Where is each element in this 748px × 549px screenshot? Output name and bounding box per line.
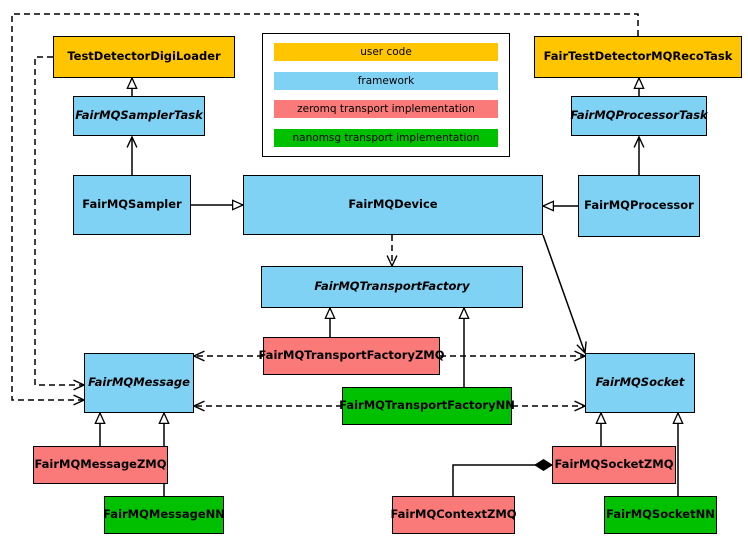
edge-device-to-socket xyxy=(542,234,585,353)
class-node-FairMQProcessor[interactable]: FairMQProcessor xyxy=(578,175,700,237)
class-node-FairMQProcessorTask[interactable]: FairMQProcessorTask xyxy=(570,96,708,136)
legend-item-zeromq: zeromq transport implementation xyxy=(274,100,498,119)
class-node-label: FairMQSocketZMQ xyxy=(554,457,674,472)
class-node-label: FairMQSocket xyxy=(595,375,685,390)
class-node-FairMQSocketNN[interactable]: FairMQSocketNN xyxy=(604,496,717,534)
class-node-label: FairMQProcessor xyxy=(584,198,694,213)
class-node-FairMQMessage[interactable]: FairMQMessage xyxy=(84,353,194,413)
class-node-label: FairMQTransportFactoryNN xyxy=(339,398,515,413)
class-node-label: FairMQMessageNN xyxy=(103,507,225,522)
class-node-FairMQTransportFactory[interactable]: FairMQTransportFactory xyxy=(261,266,523,308)
class-node-label: FairTestDetectorMQRecoTask xyxy=(543,49,733,64)
class-node-FairMQSamplerTask[interactable]: FairMQSamplerTask xyxy=(73,96,205,136)
legend-label-zeromq: zeromq transport implementation xyxy=(297,103,475,116)
legend-item-user-code: user code xyxy=(274,43,498,61)
edge-contextzmq-to-socketzmq xyxy=(452,465,552,496)
class-node-label: FairMQMessage xyxy=(88,375,190,390)
class-node-label: FairMQMessageZMQ xyxy=(34,457,167,472)
class-node-FairMQMessageNN[interactable]: FairMQMessageNN xyxy=(103,496,225,534)
class-node-FairMQContextZMQ[interactable]: FairMQContextZMQ xyxy=(390,496,517,534)
class-node-FairMQMessageZMQ[interactable]: FairMQMessageZMQ xyxy=(33,446,168,484)
class-node-label: FairMQContextZMQ xyxy=(390,507,517,522)
class-node-TestDetectorDigiLoader[interactable]: TestDetectorDigiLoader xyxy=(53,36,235,78)
legend-label-framework: framework xyxy=(357,74,415,87)
class-node-FairMQDevice[interactable]: FairMQDevice xyxy=(243,175,543,235)
edge-recotask-to-message xyxy=(11,13,639,400)
class-node-label: TestDetectorDigiLoader xyxy=(67,49,221,64)
class-node-FairMQSocket[interactable]: FairMQSocket xyxy=(585,353,695,413)
class-node-label: FairMQSamplerTask xyxy=(75,108,203,123)
class-node-FairMQTransportFactoryZMQ[interactable]: FairMQTransportFactoryZMQ xyxy=(259,337,445,375)
edge-digiloader-to-message xyxy=(34,56,84,385)
legend-box: user code framework zeromq transport imp… xyxy=(262,33,510,157)
legend-label-user-code: user code xyxy=(360,46,412,58)
class-node-FairMQSocketZMQ[interactable]: FairMQSocketZMQ xyxy=(552,446,676,484)
class-node-FairMQTransportFactoryNN[interactable]: FairMQTransportFactoryNN xyxy=(339,387,515,425)
legend-item-nanomsg: nanomsg transport implementation xyxy=(274,128,498,147)
class-node-label: FairMQTransportFactoryZMQ xyxy=(258,348,445,363)
class-node-label: FairMQSampler xyxy=(82,197,182,212)
legend-item-framework: framework xyxy=(274,71,498,90)
class-node-label: FairMQDevice xyxy=(348,197,438,212)
class-node-label: FairMQSocketNN xyxy=(606,507,715,522)
legend-label-nanomsg: nanomsg transport implementation xyxy=(292,131,480,144)
class-node-FairMQSampler[interactable]: FairMQSampler xyxy=(73,175,191,235)
class-node-label: FairMQProcessorTask xyxy=(570,108,708,123)
class-node-label: FairMQTransportFactory xyxy=(314,279,470,294)
class-node-FairTestDetectorMQRecoTask[interactable]: FairTestDetectorMQRecoTask xyxy=(534,36,742,78)
